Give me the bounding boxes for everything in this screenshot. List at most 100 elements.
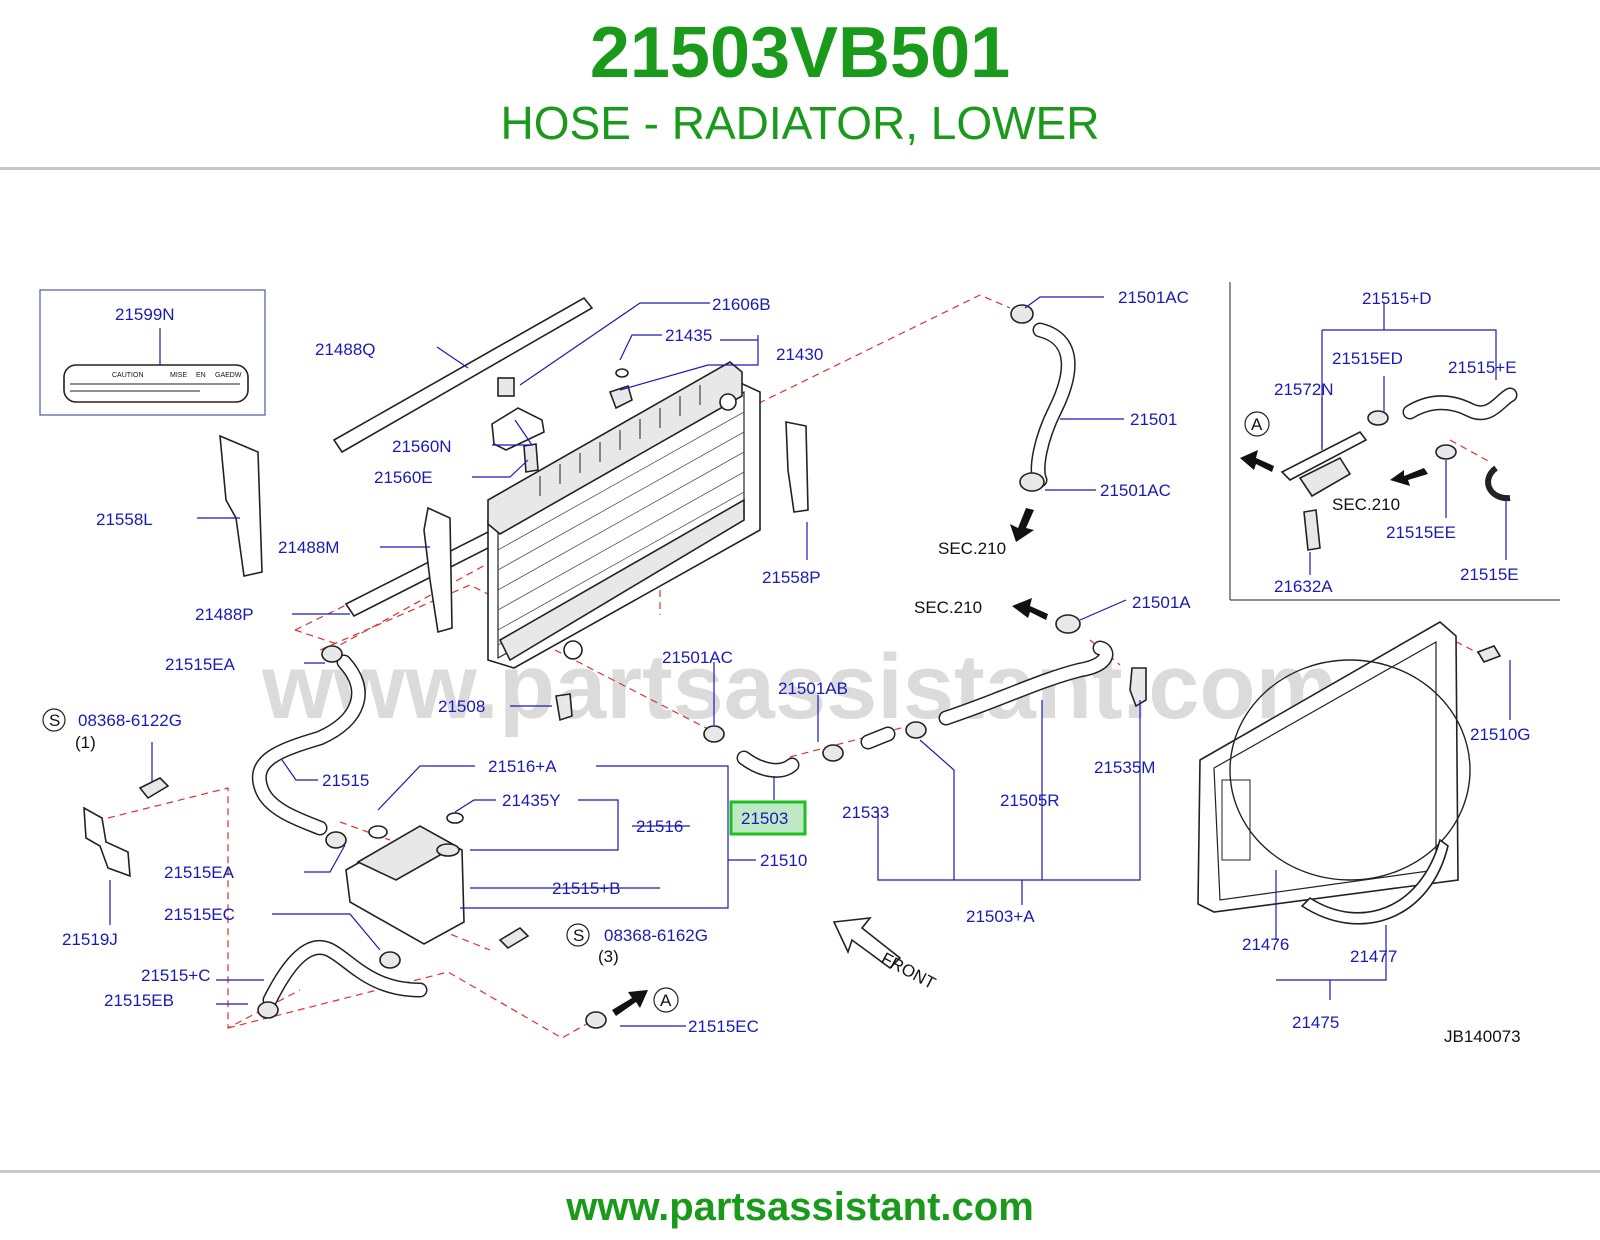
clamp-21501A — [1055, 614, 1081, 634]
callout-21515EB[interactable]: 21515EB — [104, 991, 174, 1010]
callout-21501AC-2[interactable]: 21501AC — [1100, 481, 1171, 500]
inset-callout-21632A[interactable]: 21632A — [1274, 577, 1333, 596]
watermark: www.partsassistant.com — [261, 636, 1337, 738]
callout-21503[interactable]: 21503 — [741, 809, 788, 828]
drain-plug-21508 — [555, 693, 573, 722]
clamp-21505R — [905, 721, 927, 739]
front-label: FRONT — [878, 949, 939, 993]
callout-21508[interactable]: 21508 — [438, 697, 485, 716]
bracket-21519J — [83, 806, 131, 878]
inset-callout-21572N[interactable]: 21572N — [1274, 380, 1334, 399]
callout-21488M[interactable]: 21488M — [278, 538, 339, 557]
callout-21560E[interactable]: 21560E — [374, 468, 433, 487]
mount-21560E — [523, 443, 539, 473]
diagram-code: JB140073 — [1444, 1027, 1521, 1046]
seal-strip-21488Q — [332, 296, 594, 454]
callout-21505R[interactable]: 21505R — [1000, 791, 1060, 810]
clamp-21501AC-lower — [1019, 472, 1045, 492]
side-seal-21558L — [219, 434, 263, 577]
inset-clamp-21515ED — [1367, 410, 1389, 426]
bolt-08368-6122G — [138, 777, 170, 800]
footer-url[interactable]: www.partsassistant.com — [566, 1185, 1034, 1229]
callout-21516A[interactable]: 21516+A — [488, 757, 557, 776]
callout-21515C[interactable]: 21515+C — [141, 966, 210, 985]
callout-21515EC-1[interactable]: 21515EC — [164, 905, 235, 924]
clamp-21515EC-1 — [379, 951, 401, 969]
decal-en-text: EN — [196, 372, 206, 379]
callout-21501A[interactable]: 21501A — [1132, 593, 1191, 612]
hose-21535M — [1129, 667, 1147, 708]
callout-21488Q[interactable]: 21488Q — [315, 340, 376, 359]
inset-connector — [1298, 456, 1352, 498]
bushing-21606B — [497, 377, 515, 397]
callout-21430[interactable]: 21430 — [776, 345, 823, 364]
part-number-title: 21503VB501 — [589, 13, 1011, 93]
inset-callout-21515EE[interactable]: 21515EE — [1386, 523, 1456, 542]
inset-callout-21515ED[interactable]: 21515ED — [1332, 349, 1403, 368]
radiator-cap-21430 — [608, 384, 633, 410]
callout-21599N[interactable]: 21599N — [115, 305, 175, 324]
inset-clip-21515E — [1485, 465, 1511, 502]
qty-3: (3) — [598, 947, 619, 966]
callout-21558L[interactable]: 21558L — [96, 510, 153, 529]
a-label-1: A — [660, 991, 672, 1010]
seal-21435 — [615, 368, 629, 378]
callout-21510[interactable]: 21510 — [760, 851, 807, 870]
arrow-to-a — [612, 990, 648, 1016]
callout-21533[interactable]: 21533 — [842, 803, 889, 822]
reservoir-tank-21510 — [345, 825, 465, 945]
side-seal-21558P — [785, 421, 809, 513]
decal-mise-text: MISE — [170, 372, 187, 379]
clamp-21515EB — [257, 1001, 279, 1019]
callout-21475[interactable]: 21475 — [1292, 1013, 1339, 1032]
clamp-21501AC-3 — [703, 725, 725, 743]
s-label-1: S — [49, 711, 60, 730]
callout-21516[interactable]: 21516 — [636, 817, 683, 836]
inset-panel: A 21515+D 21515ED 21515+E 21572N SEC.210… — [1229, 282, 1560, 601]
callout-21515EA-2[interactable]: 21515EA — [164, 863, 235, 882]
inset-callout-sec210[interactable]: SEC.210 — [1332, 495, 1400, 514]
inset-callout-21515D[interactable]: 21515+D — [1362, 289, 1431, 308]
callout-21488P[interactable]: 21488P — [195, 605, 254, 624]
clamp-21501AB — [822, 744, 844, 762]
inset-callout-21515E-plus[interactable]: 21515+E — [1448, 358, 1517, 377]
callout-21558P[interactable]: 21558P — [762, 568, 821, 587]
callout-sec210-1[interactable]: SEC.210 — [938, 539, 1006, 558]
decal-code-text: GAEDW — [215, 372, 242, 379]
inset-bolt-21632A — [1303, 509, 1321, 551]
callout-sec210-2[interactable]: SEC.210 — [914, 598, 982, 617]
callout-21519J[interactable]: 21519J — [62, 930, 118, 949]
callout-21515B[interactable]: 21515+B — [552, 879, 621, 898]
callout-21535M[interactable]: 21535M — [1094, 758, 1155, 777]
clamp-21515EA-2 — [325, 831, 347, 849]
clamp-21501AC-upper — [1010, 304, 1034, 324]
decal-caution-text: CAUTION — [112, 372, 144, 379]
s-label-2: S — [573, 926, 584, 945]
inset-callout-21515E[interactable]: 21515E — [1460, 565, 1519, 584]
callout-08368-6162G[interactable]: 08368-6162G — [604, 926, 708, 945]
callout-21435Y[interactable]: 21435Y — [502, 791, 561, 810]
callout-21476[interactable]: 21476 — [1242, 935, 1289, 954]
callout-21501[interactable]: 21501 — [1130, 410, 1177, 429]
callout-21501AC-1[interactable]: 21501AC — [1118, 288, 1189, 307]
callout-21501AB[interactable]: 21501AB — [778, 679, 848, 698]
callout-21501AC-3[interactable]: 21501AC — [662, 648, 733, 667]
callout-21435[interactable]: 21435 — [665, 326, 712, 345]
fan-shroud-21476 — [1197, 621, 1471, 913]
front-direction-arrow — [832, 916, 902, 970]
callout-21515EA-1[interactable]: 21515EA — [165, 655, 236, 674]
callout-08368-6122G[interactable]: 08368-6122G — [78, 711, 182, 730]
callout-21560N[interactable]: 21560N — [392, 437, 452, 456]
callout-21477[interactable]: 21477 — [1350, 947, 1397, 966]
callout-21515EC-2[interactable]: 21515EC — [688, 1017, 759, 1036]
parts-diagram: www.partsassistant.com 21599N CAUTION MI… — [39, 282, 1560, 1046]
callout-21510G[interactable]: 21510G — [1470, 725, 1531, 744]
seal-strip-21488P — [344, 530, 498, 618]
callout-21606B[interactable]: 21606B — [712, 295, 771, 314]
header-divider — [0, 167, 1600, 170]
bracket-21560N — [491, 407, 545, 451]
footer-divider — [0, 1170, 1600, 1173]
callout-21515[interactable]: 21515 — [322, 771, 369, 790]
inset-a-label: A — [1251, 415, 1263, 434]
callout-21503A[interactable]: 21503+A — [966, 907, 1035, 926]
